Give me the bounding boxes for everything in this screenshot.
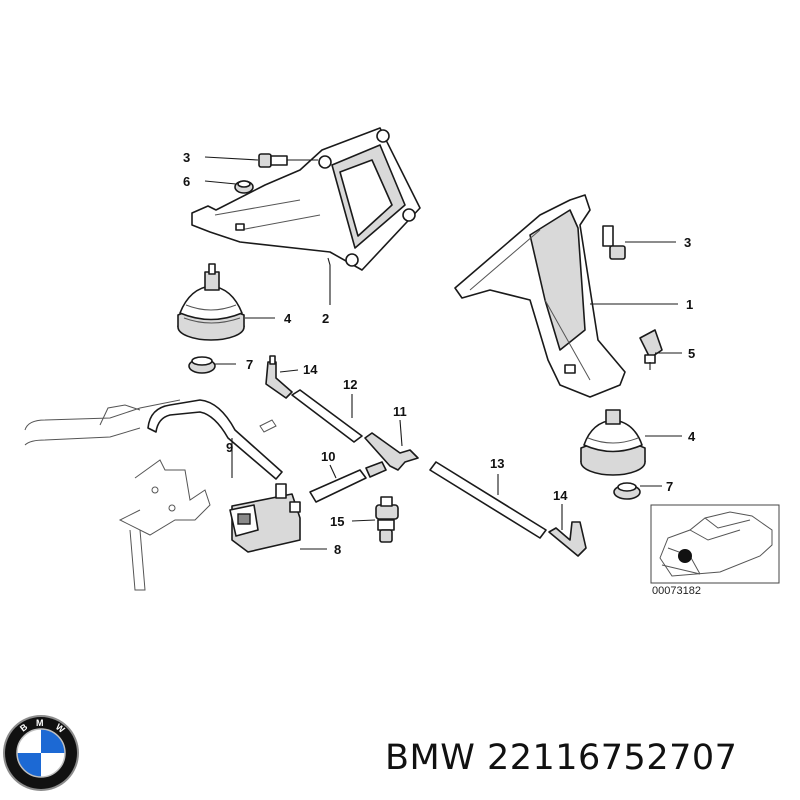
callout-labels: 3 6 4 2 7 14 12 11 10 9 13 15 8 14 3 1 5… [183, 150, 696, 557]
bracket-right [454, 194, 626, 398]
callout-15: 15 [330, 514, 344, 529]
callout-11: 11 [393, 404, 407, 419]
callout-12: 12 [343, 377, 357, 392]
nut-left [234, 180, 254, 194]
callout-8: 8 [334, 542, 341, 557]
bracket-left [191, 127, 421, 271]
callout-4-left: 4 [284, 311, 292, 326]
hose-9 [147, 399, 283, 480]
callout-2: 2 [322, 311, 329, 326]
callout-7-left: 7 [246, 357, 253, 372]
callout-3-right: 3 [684, 235, 691, 250]
buffer-stop [639, 329, 663, 370]
bolt-right [602, 225, 626, 260]
elbow-connector-upper [265, 355, 293, 399]
callout-14-upper: 14 [303, 362, 318, 377]
svg-text:B: B [18, 721, 30, 733]
callout-5: 5 [688, 346, 695, 361]
leader-lines [204, 156, 682, 550]
t-connector [364, 432, 419, 471]
callout-10: 10 [321, 449, 335, 464]
washer-left [188, 356, 216, 374]
callout-6: 6 [183, 174, 190, 189]
rubber-mount-right [580, 409, 646, 476]
svg-text:M: M [36, 718, 44, 728]
callout-7-right: 7 [666, 479, 673, 494]
background-bracket [24, 399, 277, 591]
callout-1: 1 [686, 297, 693, 312]
rubber-mount-left [177, 263, 245, 341]
hose-12 [291, 389, 363, 443]
callout-9: 9 [226, 440, 233, 455]
callout-3-left: 3 [183, 150, 190, 165]
part-number-caption: BMW 22116752707 [385, 738, 738, 778]
solenoid-valve [229, 483, 301, 553]
location-marker-icon [678, 549, 692, 563]
inset-code: 00073182 [652, 585, 701, 597]
callout-4-right: 4 [688, 429, 696, 444]
elbow-connector-lower [548, 521, 587, 557]
callout-13: 13 [490, 456, 504, 471]
washer-right [613, 482, 641, 500]
hose-13 [429, 461, 547, 539]
hose-10 [309, 461, 387, 503]
valve-15 [375, 496, 399, 543]
callout-14-lower: 14 [553, 488, 568, 503]
bmw-logo: B M W [3, 715, 79, 791]
bolt-left [258, 153, 288, 168]
inset-car-view: 00073182 [650, 504, 780, 597]
